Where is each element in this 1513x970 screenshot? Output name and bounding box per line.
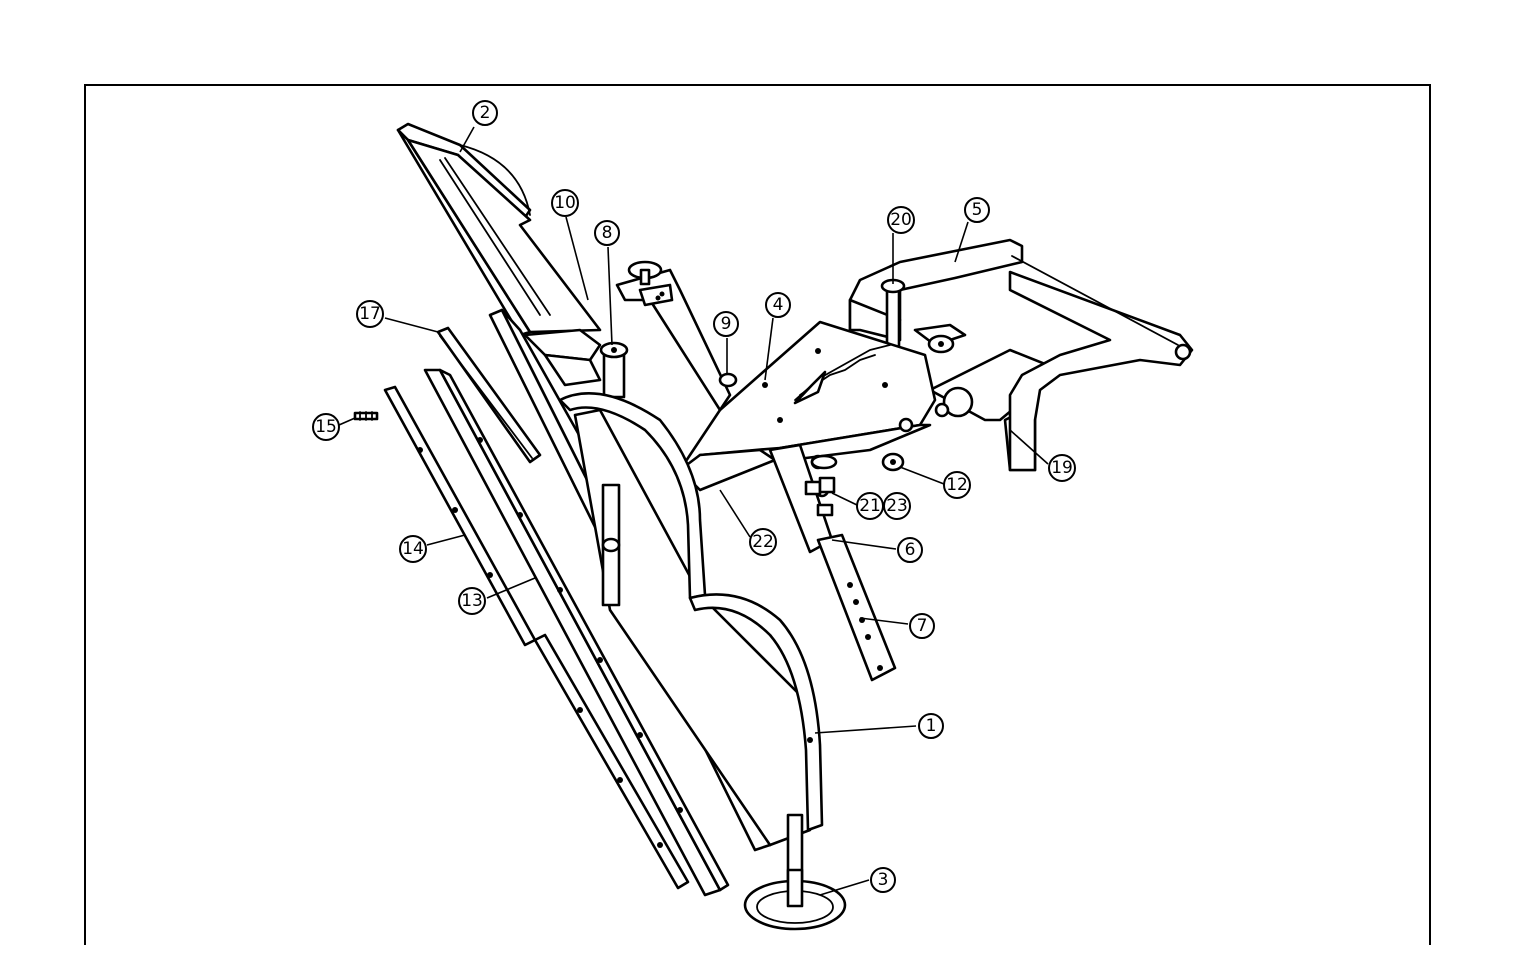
callout-10: 10 bbox=[551, 189, 579, 217]
callout-1-label: 1 bbox=[926, 716, 937, 736]
callout-leaders bbox=[338, 126, 1049, 896]
part-strap-6 bbox=[768, 443, 838, 554]
callout-12: 12 bbox=[943, 471, 971, 499]
callout-14-label: 14 bbox=[402, 539, 424, 559]
callout-7: 7 bbox=[909, 613, 935, 639]
callout-9: 9 bbox=[713, 311, 739, 337]
callout-9-label: 9 bbox=[721, 314, 732, 334]
callout-8: 8 bbox=[594, 220, 620, 246]
callout-13-label: 13 bbox=[461, 591, 483, 611]
callout-19: 19 bbox=[1048, 454, 1076, 482]
callout-19-label: 19 bbox=[1051, 458, 1073, 478]
callout-15: 15 bbox=[312, 413, 340, 441]
part-strip-17 bbox=[436, 326, 542, 464]
callout-8-label: 8 bbox=[602, 223, 613, 243]
callout-3-label: 3 bbox=[878, 870, 889, 890]
callout-21-label: 21 bbox=[859, 496, 881, 516]
callout-10-label: 10 bbox=[554, 193, 576, 213]
part-post-8 bbox=[599, 341, 629, 399]
callout-2-label: 2 bbox=[480, 103, 491, 123]
callout-17: 17 bbox=[356, 300, 384, 328]
callout-3: 3 bbox=[870, 867, 896, 893]
callout-4: 4 bbox=[765, 292, 791, 318]
callout-14: 14 bbox=[399, 535, 427, 563]
callout-17-label: 17 bbox=[359, 304, 381, 324]
part-edge-14 bbox=[383, 385, 690, 890]
callout-7-label: 7 bbox=[917, 616, 928, 636]
drawing-frame bbox=[84, 84, 1431, 945]
part-bolt-15 bbox=[353, 411, 379, 421]
part-nut-12 bbox=[881, 452, 905, 472]
part-arm-upper bbox=[615, 260, 738, 412]
part-link-7 bbox=[816, 533, 897, 682]
callout-2: 2 bbox=[472, 100, 498, 126]
callout-12-label: 12 bbox=[946, 475, 968, 495]
callout-23-label: 23 bbox=[886, 496, 908, 516]
callout-6: 6 bbox=[897, 537, 923, 563]
part-blade-2 bbox=[396, 122, 602, 337]
callout-15-label: 15 bbox=[315, 417, 337, 437]
callout-6-label: 6 bbox=[905, 540, 916, 560]
part-pin-20 bbox=[880, 278, 906, 352]
callout-5-label: 5 bbox=[972, 200, 983, 220]
callout-1: 1 bbox=[918, 713, 944, 739]
callout-22-label: 22 bbox=[752, 532, 774, 552]
part-strip-13 bbox=[423, 368, 730, 897]
callout-13: 13 bbox=[458, 587, 486, 615]
callout-5: 5 bbox=[964, 197, 990, 223]
callout-20: 20 bbox=[887, 206, 915, 234]
part-shoe-3 bbox=[743, 813, 847, 931]
part-blade-1 bbox=[488, 308, 824, 852]
callout-20-label: 20 bbox=[890, 210, 912, 230]
callout-23: 23 bbox=[883, 492, 911, 520]
callout-21: 21 bbox=[856, 492, 884, 520]
callout-4-label: 4 bbox=[773, 295, 784, 315]
callout-22: 22 bbox=[749, 528, 777, 556]
